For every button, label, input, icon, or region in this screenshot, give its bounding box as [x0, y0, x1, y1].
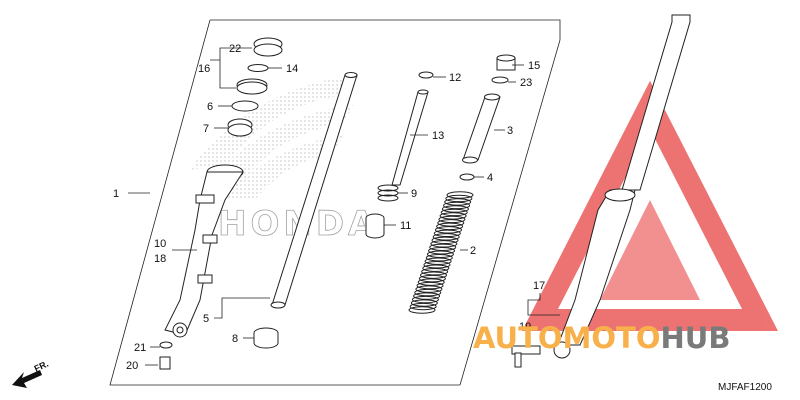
part-label-14: 14	[286, 63, 298, 75]
fork-bolt-part	[491, 54, 516, 84]
spring-coil	[423, 260, 451, 269]
spring-coil	[421, 267, 449, 276]
spring-coil	[429, 243, 457, 251]
damper-rod-part	[391, 71, 434, 186]
diagram-frame	[109, 19, 561, 386]
spring-coil	[434, 226, 462, 234]
fork-slider-part	[164, 164, 244, 338]
front-direction-arrow-icon: FR.	[12, 359, 50, 388]
part-label-20: 20	[126, 360, 138, 372]
spring-coil	[431, 236, 459, 245]
bottom-bolt-part	[159, 341, 173, 370]
spring-coil	[428, 247, 456, 255]
spring-coil	[417, 278, 445, 286]
spring-coil	[418, 274, 446, 283]
assembled-fork-part	[511, 14, 691, 368]
spring-coil	[422, 264, 450, 272]
part-label-19: 19	[519, 321, 531, 333]
spring-coil	[408, 306, 436, 314]
spring-coil	[424, 257, 452, 265]
svg-text:AUTOMOTOHUB: AUTOMOTOHUB	[473, 321, 730, 355]
front-direction-label: FR.	[33, 359, 50, 374]
spring-coil	[433, 229, 461, 238]
watermark-text-moto: MOTO	[563, 321, 661, 355]
watermark-triangle-icon	[522, 80, 778, 331]
part-label-18: 18	[154, 253, 166, 265]
seal-parts	[227, 37, 283, 137]
part-label-9: 9	[411, 188, 417, 200]
part-label-12: 12	[449, 72, 461, 84]
spring-coil	[425, 254, 453, 262]
spring-coil	[426, 250, 454, 258]
part-label-8: 8	[232, 333, 238, 345]
part-label-2: 2	[470, 245, 476, 257]
spring-coil	[446, 191, 474, 199]
spring-coil	[436, 222, 464, 231]
spring-coil	[432, 233, 460, 241]
part-label-7: 7	[203, 123, 209, 135]
part-label-23: 23	[520, 77, 532, 89]
part-label-4: 4	[487, 172, 493, 184]
part-labels: 1 2 3 4 5 6 7 8 9 10 11 12 13 14 15 16 1…	[113, 43, 545, 372]
spring-coil	[413, 292, 441, 300]
part-label-16: 16	[198, 63, 210, 75]
watermark-logo: AUTOMOTOHUB	[473, 321, 730, 355]
part-label-3: 3	[507, 125, 513, 137]
spring-coil	[409, 302, 437, 311]
spring-coil	[411, 295, 439, 304]
spring-coil	[443, 201, 471, 210]
spring-coil	[438, 215, 466, 224]
spring-coil	[410, 299, 438, 307]
bush-part	[253, 327, 279, 349]
spring-coil	[441, 205, 469, 213]
part-label-5: 5	[203, 313, 209, 325]
spacer-pipe-part	[459, 93, 501, 181]
spring-coil	[440, 208, 468, 217]
part-label-22: 22	[229, 43, 241, 55]
part-label-10: 10	[154, 238, 166, 250]
fork-pipe-part	[270, 72, 358, 309]
part-label-11: 11	[400, 220, 411, 232]
leader-lines	[128, 47, 560, 366]
watermark-text-hub: HUB	[661, 321, 731, 355]
part-label-1: 1	[113, 188, 119, 200]
part-label-17: 17	[533, 280, 545, 292]
part-label-21: 21	[134, 342, 146, 354]
rebound-spring-part	[365, 184, 399, 239]
spring-coil	[444, 198, 472, 206]
spring-coil	[437, 219, 465, 227]
part-label-6: 6	[207, 101, 213, 113]
part-label-15: 15	[528, 60, 540, 72]
fork-spring-part	[408, 191, 474, 314]
part-label-13: 13	[432, 130, 444, 142]
spring-coil	[430, 240, 458, 248]
spring-coil	[415, 285, 443, 293]
spring-coil	[420, 271, 448, 279]
spring-coil	[439, 212, 467, 220]
spring-coil	[445, 194, 473, 203]
spring-coil	[416, 281, 444, 290]
watermark-text-auto: AUTO	[473, 321, 563, 355]
spring-coil	[414, 288, 442, 297]
diagram-code: MJFAF1200	[718, 382, 772, 393]
